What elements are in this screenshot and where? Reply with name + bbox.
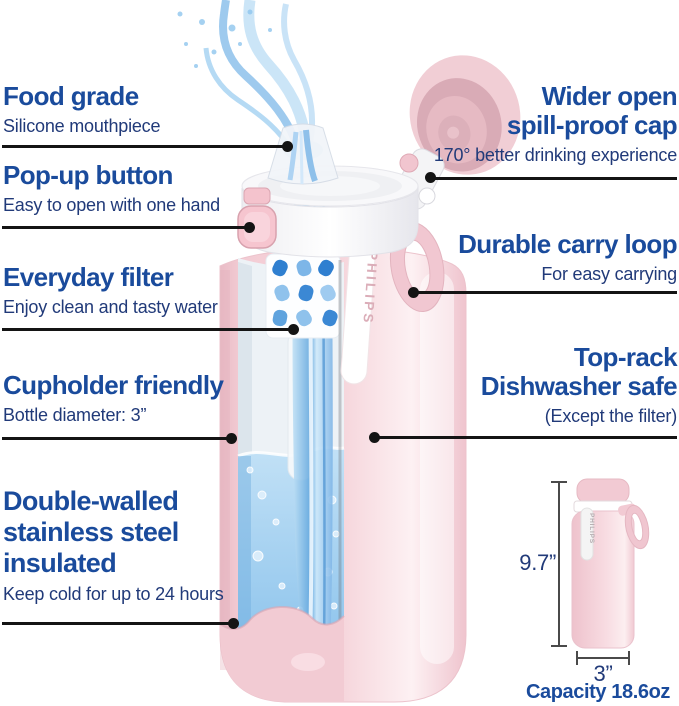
mini-philips-text: PHILIPS (588, 513, 595, 544)
callout-title: Everyday filter (3, 262, 218, 292)
callout-line-cupholder (2, 437, 231, 440)
mini-philips-strip: PHILIPS (580, 507, 595, 561)
mini-bottle-loop (618, 503, 650, 550)
callout-line-dishwasher (374, 436, 677, 439)
callout-dot-spill-proof-cap (425, 172, 436, 183)
callout-subtitle: Enjoy clean and tasty water (3, 297, 218, 318)
callout-subtitle: Silicone mouthpiece (3, 116, 161, 137)
callout-line-pop-up-button (2, 226, 249, 229)
callout-dot-dishwasher (369, 432, 380, 443)
callout-everyday-filter: Everyday filter Enjoy clean and tasty wa… (3, 262, 218, 319)
callout-title: Pop-up button (3, 160, 220, 190)
callout-title-line: Everyday filter (3, 262, 174, 292)
callout-title-line: Cupholder friendly (3, 370, 224, 400)
callout-line-food-grade (2, 145, 287, 148)
callout-line-everyday-filter (2, 328, 293, 331)
philips-logo-text: PHILIPS (360, 250, 380, 326)
callout-title: Cupholder friendly (3, 370, 224, 400)
callout-title-line: Top-rack (573, 342, 678, 372)
open-cap (409, 55, 521, 175)
callout-title: Top-rack Dishwasher safe (480, 342, 678, 402)
callout-title-line: spill-proof cap (506, 110, 678, 141)
callout-line-spill-proof-cap (430, 177, 677, 180)
callout-dot-double-walled (228, 618, 239, 629)
callout-title-line: Dishwasher safe (480, 371, 678, 402)
callout-subtitle: Bottle diameter: 3” (3, 405, 147, 426)
callout-title: Double-walled stainless steel insulated (3, 486, 224, 579)
callout-dot-cupholder (226, 433, 237, 444)
height-dimension-label: 9.7” (519, 550, 556, 575)
callout-line-carry-loop (413, 291, 677, 294)
callout-title-line: stainless steel (3, 517, 179, 548)
callout-subtitle: (Except the filter) (544, 406, 677, 427)
capacity-label: Capacity 18.6oz (525, 681, 671, 703)
callout-title-line: Durable carry loop (458, 229, 678, 259)
callout-double-walled: Double-walled stainless steel insulated … (3, 486, 224, 606)
callout-subtitle: Keep cold for up to 24 hours (3, 584, 224, 605)
bottle-bottom (219, 605, 345, 702)
philips-logo-strip: PHILIPS (340, 231, 380, 385)
button-tab (243, 187, 271, 205)
mini-bottle-cap (576, 478, 630, 504)
callout-title-line: Wider open (541, 81, 678, 111)
callout-title-line: Double-walled (3, 486, 179, 516)
callout-title: Food grade (3, 81, 160, 111)
callout-subtitle: 170° better drinking experience (433, 145, 677, 166)
callout-dot-food-grade (282, 141, 293, 152)
filter-cartridge (265, 253, 341, 339)
callout-spill-proof-cap: Wider open spill-proof cap 170° better d… (433, 81, 678, 167)
callout-dot-everyday-filter (288, 324, 299, 335)
callout-subtitle: Easy to open with one hand (3, 195, 220, 216)
mini-bottle: PHILIPS (571, 478, 650, 649)
callout-title-line: Food grade (3, 81, 139, 111)
callout-carry-loop: Durable carry loop For easy carrying (458, 229, 678, 286)
callout-title: Wider open spill-proof cap (434, 81, 678, 141)
height-dimension-line (551, 481, 567, 647)
callout-dot-carry-loop (408, 287, 419, 298)
callout-title: Durable carry loop (458, 229, 678, 259)
callout-title-line: insulated (3, 548, 117, 579)
width-dimension-line (576, 651, 630, 665)
cap-assembly (237, 123, 419, 258)
callout-dishwasher-safe: Top-rack Dishwasher safe (Except the fil… (480, 342, 678, 428)
callout-subtitle: For easy carrying (541, 264, 677, 285)
callout-title-line: Pop-up button (3, 160, 173, 190)
callout-dot-pop-up-button (244, 222, 255, 233)
callout-pop-up-button: Pop-up button Easy to open with one hand (3, 160, 220, 217)
callout-cupholder-friendly: Cupholder friendly Bottle diameter: 3” (3, 370, 224, 427)
callout-food-grade: Food grade Silicone mouthpiece (3, 81, 161, 138)
diameter-dimension-label: 3” (593, 661, 613, 686)
callout-line-double-walled (2, 622, 233, 625)
silicone-mouthpiece (267, 123, 339, 185)
